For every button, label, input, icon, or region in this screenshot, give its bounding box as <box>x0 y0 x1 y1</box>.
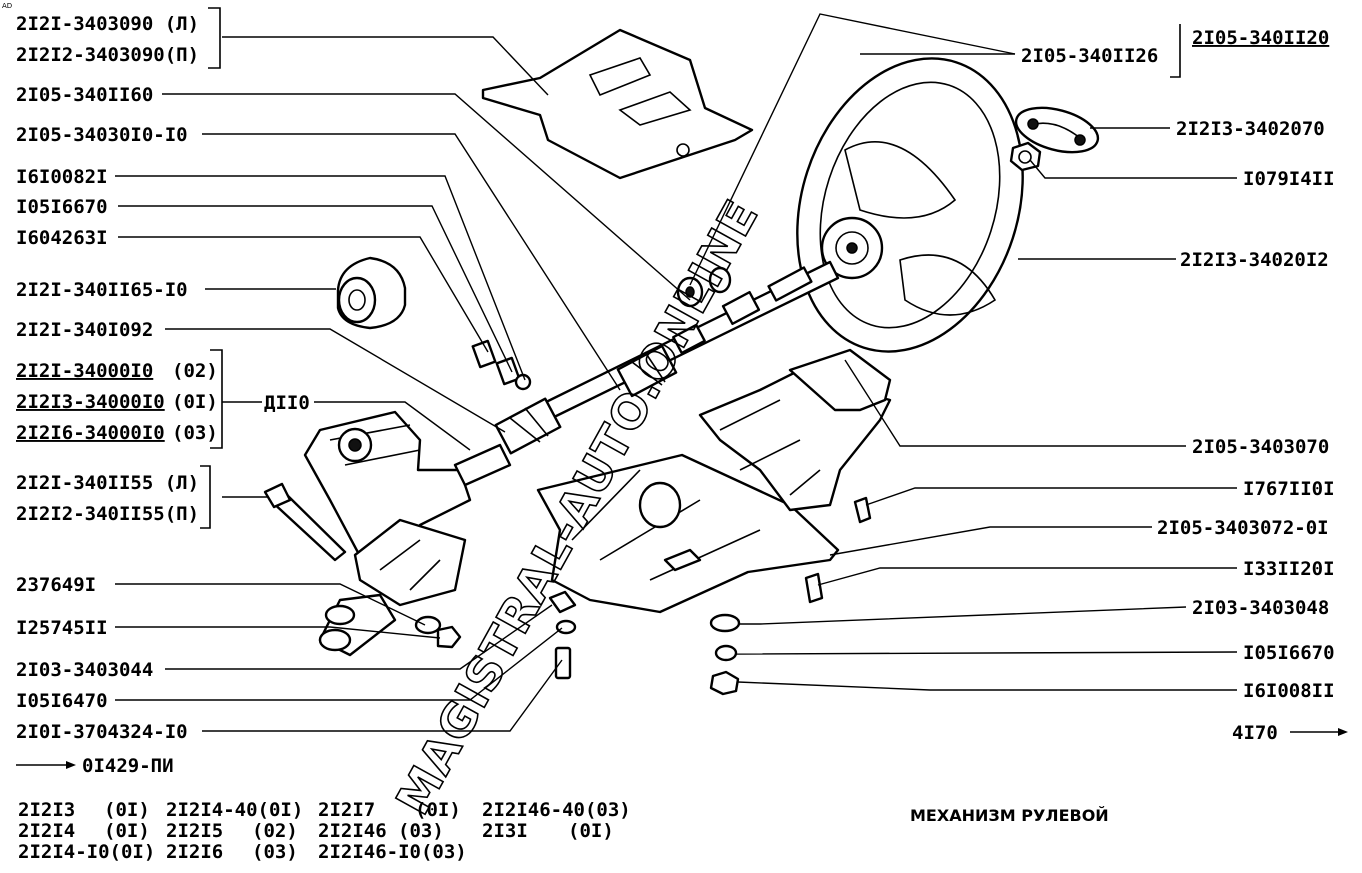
callout-label: 2I2I-340II65-I0 <box>16 279 188 301</box>
callout-label: 2I0I-3704324-I0 <box>16 721 188 743</box>
universal-joint-upper <box>616 344 678 398</box>
small-fasteners <box>471 339 532 391</box>
callout-label: 2I2I2-340II55(П) <box>16 503 199 525</box>
callout-label: 2I2I-340II55 (Л) <box>16 472 199 494</box>
callout-label: 2I03-3403048 <box>1192 597 1329 619</box>
steering-gear-box <box>303 410 512 607</box>
leader-lines <box>16 13 1348 769</box>
callout-label: 4I70 <box>1232 722 1278 744</box>
model-variant: (03) <box>398 820 444 842</box>
model-variant: (0I) <box>415 799 461 821</box>
callout-label: (03) <box>172 422 218 444</box>
callout-label: I767II0I <box>1243 478 1335 500</box>
model-code: 2I2I4-I0(0I) <box>18 841 155 863</box>
model-variant: (03) <box>252 841 298 863</box>
horn-cap <box>1014 106 1100 154</box>
callout-label: 2I05-340II20 <box>1192 27 1329 49</box>
model-variant: (02) <box>252 820 298 842</box>
callout-label: I6I0082I <box>16 166 108 188</box>
callout-label: I05I6670 <box>1243 642 1335 664</box>
callout-label: (0I) <box>172 391 218 413</box>
model-code: 2I2I4-40(0I) <box>166 799 303 821</box>
model-variant: (0I) <box>104 820 150 842</box>
callout-label: I6I008II <box>1243 680 1335 702</box>
right-callouts: 2I05-340II20 2I05-340II26 2I2I3-3402070 … <box>1021 27 1335 744</box>
upper-bracket <box>481 28 754 180</box>
callout-label: I25745II <box>16 617 108 639</box>
callout-label: 2I2I-3403090 (Л) <box>16 13 199 35</box>
gear-lower-bracket <box>318 593 397 657</box>
model-code: 2I2I4 <box>18 820 75 842</box>
left-callouts: 2I2I-3403090 (Л) 2I2I2-3403090(П) 2I05-3… <box>16 13 310 777</box>
callout-label: 2I2I-34000I0 <box>16 360 153 382</box>
callout-label: (02) <box>172 360 218 382</box>
rubber-boot <box>336 256 407 330</box>
model-variant: (0I) <box>568 820 614 842</box>
callout-label: I05I6470 <box>16 690 108 712</box>
callout-label: 2I05-340II60 <box>16 84 153 106</box>
callout-label: 2I2I2-3403090(П) <box>16 44 199 66</box>
model-code: 2I2I7 <box>318 799 375 821</box>
callout-label: 2I2I3-34000I0 <box>16 391 165 413</box>
callout-label: 2I03-3403044 <box>16 659 153 681</box>
column-mounting-frame <box>536 453 840 614</box>
callout-label: I33II20I <box>1243 558 1335 580</box>
label-brackets <box>200 7 1181 529</box>
applicability-list: 2I2I3 (0I) 2I2I4-40(0I) 2I2I7 (0I) 2I2I4… <box>18 799 631 863</box>
callout-label: 2I2I-340I092 <box>16 319 153 341</box>
callout-label: 2I2I6-34000I0 <box>16 422 165 444</box>
steering-wheel <box>796 57 1024 353</box>
corner-mark: AD <box>2 2 12 10</box>
callout-label: I604263I <box>16 227 108 249</box>
model-code: 2I2I46-I0(03) <box>318 841 467 863</box>
callout-label: 0I429-ПИ <box>82 755 174 777</box>
universal-joint-lower <box>494 397 562 455</box>
right-fasteners <box>709 496 872 696</box>
callout-label: 237649I <box>16 574 96 596</box>
model-code: 2I2I6 <box>166 841 223 863</box>
shaft-bushings <box>676 266 732 308</box>
model-code: 2I2I5 <box>166 820 223 842</box>
callout-label: ДII0 <box>264 392 310 414</box>
diagram-title: МЕХАНИЗМ РУЛЕВОЙ <box>910 806 1109 825</box>
model-code: 2I2I46 <box>318 820 387 842</box>
model-code: 2I2I3 <box>18 799 75 821</box>
model-code: 2I3I <box>482 820 528 842</box>
callout-label: 2I05-340II26 <box>1021 45 1158 67</box>
callout-label: 2I2I3-3402070 <box>1176 118 1325 140</box>
callout-label: 2I2I3-34020I2 <box>1180 249 1329 271</box>
callout-label: 2I05-3403072-0I <box>1157 517 1329 539</box>
model-variant: (0I) <box>104 799 150 821</box>
washer-and-nut-left <box>414 615 462 649</box>
gear-mounting-bolt <box>263 482 347 562</box>
callout-label: 2I05-34030I0-I0 <box>16 124 188 146</box>
model-code: 2I2I46-40(03) <box>482 799 631 821</box>
lower-fasteners <box>548 590 577 680</box>
column-housing <box>698 348 892 512</box>
parts-illustration <box>263 28 1100 696</box>
callout-label: 2I05-3403070 <box>1192 436 1329 458</box>
callout-label: I079I4II <box>1243 168 1335 190</box>
callout-label: I05I6670 <box>16 196 108 218</box>
